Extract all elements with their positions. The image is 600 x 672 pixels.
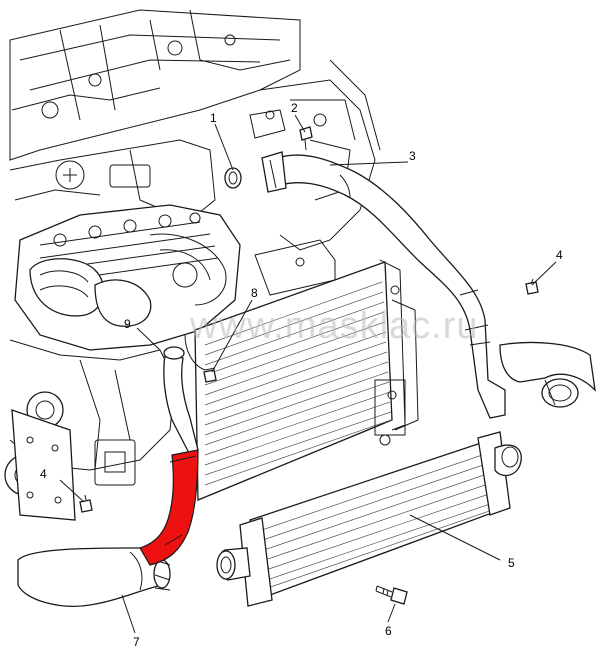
o-ring xyxy=(224,167,242,189)
engine-block xyxy=(4,204,241,521)
callout-labels: 1 2 3 4 4 5 6 7 8 9 xyxy=(40,101,563,649)
callout-3: 3 xyxy=(409,149,416,163)
callout-1: 1 xyxy=(210,111,217,125)
bolt-8 xyxy=(203,369,217,383)
bolt-2 xyxy=(299,126,313,151)
callout-5: 5 xyxy=(508,556,515,570)
callout-4-right: 4 xyxy=(556,248,563,262)
bolt-4-right xyxy=(525,278,539,295)
hose-right xyxy=(499,341,596,408)
callout-7: 7 xyxy=(133,635,140,649)
leader-lines xyxy=(59,114,557,634)
callout-2: 2 xyxy=(291,101,298,115)
hose-7 xyxy=(17,346,199,607)
callout-8: 8 xyxy=(251,286,258,300)
callout-6: 6 xyxy=(385,624,392,638)
hose-3 xyxy=(224,151,506,419)
bolt-6 xyxy=(375,585,408,605)
bolt-4-left xyxy=(79,494,93,513)
intercooler xyxy=(216,431,522,607)
callout-9: 9 xyxy=(124,317,131,331)
watermark: www.masklac.ru xyxy=(189,305,479,347)
highlighted-hose-section xyxy=(139,449,199,566)
engine-bay-structure xyxy=(9,9,381,251)
callout-4-left: 4 xyxy=(40,467,47,481)
